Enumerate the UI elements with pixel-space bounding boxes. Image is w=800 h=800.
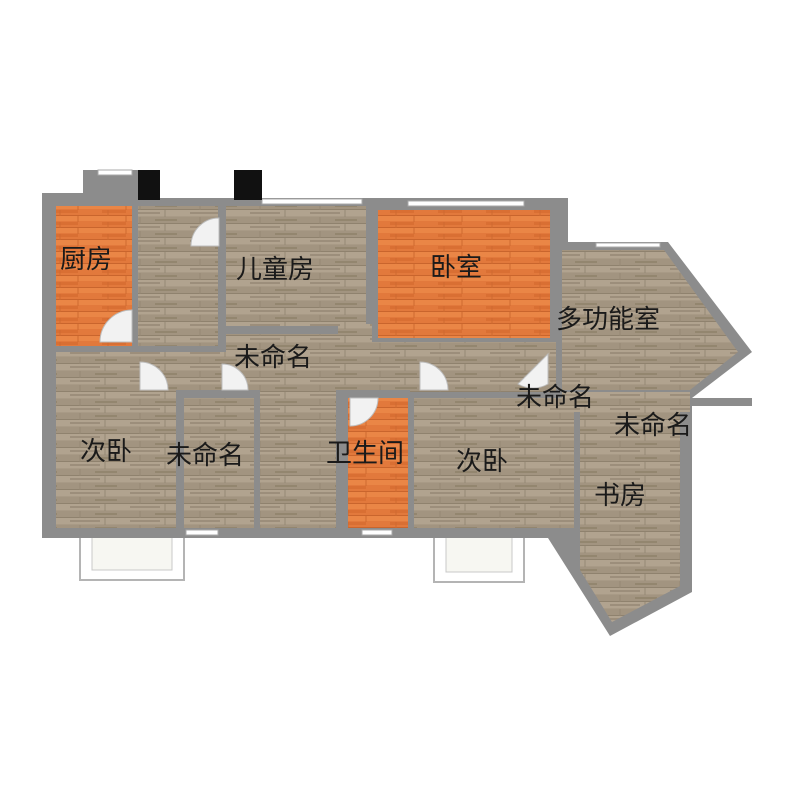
balcony-west xyxy=(79,529,185,581)
floor-master-bedroom xyxy=(378,210,550,338)
label-multi-room: 多功能室 xyxy=(556,305,660,335)
doors xyxy=(99,217,549,427)
label-child-room: 儿童房 xyxy=(236,255,314,285)
room-labels: 厨房 儿童房 卧室 多功能室 未命名 未命名 未命名 次卧 未命名 卫生间 次卧… xyxy=(60,245,692,511)
window-bathroom xyxy=(361,529,393,536)
window-child-room xyxy=(261,198,363,205)
label-unnamed-hall: 未命名 xyxy=(234,343,312,373)
window-kitchen xyxy=(97,169,133,176)
floor-study xyxy=(580,408,680,622)
window-unnamed-corridor xyxy=(185,529,219,536)
door-kitchen xyxy=(99,309,133,343)
door-unnamed-corridor xyxy=(221,363,249,391)
floor-child-room xyxy=(226,206,366,326)
door-second-bedroom-east xyxy=(419,361,449,391)
door-second-bedroom-west xyxy=(139,361,169,391)
label-study: 书房 xyxy=(594,481,646,511)
pillar-west xyxy=(138,170,160,200)
label-kitchen: 厨房 xyxy=(60,245,112,275)
door-multi-room xyxy=(517,352,549,389)
floor-unnamed-corridor xyxy=(184,398,254,528)
door-bathroom xyxy=(349,397,379,427)
windows xyxy=(97,169,661,536)
door-corridor-north xyxy=(190,217,220,247)
window-master-bedroom xyxy=(407,200,525,207)
floor-second-bedroom-east xyxy=(414,398,574,528)
label-unnamed-far-east: 未命名 xyxy=(614,411,692,441)
floor-unnamed-east xyxy=(562,392,690,412)
label-unnamed-east: 未命名 xyxy=(516,383,594,413)
window-multi-room xyxy=(595,242,661,248)
label-second-bedroom-east: 次卧 xyxy=(456,447,508,477)
label-bathroom: 卫生间 xyxy=(326,439,404,469)
label-second-bedroom-west: 次卧 xyxy=(80,437,132,467)
label-unnamed-corridor: 未命名 xyxy=(166,441,244,471)
floor-multi-room xyxy=(562,250,738,390)
pillar-east xyxy=(234,170,262,200)
label-master-bedroom: 卧室 xyxy=(430,253,482,283)
